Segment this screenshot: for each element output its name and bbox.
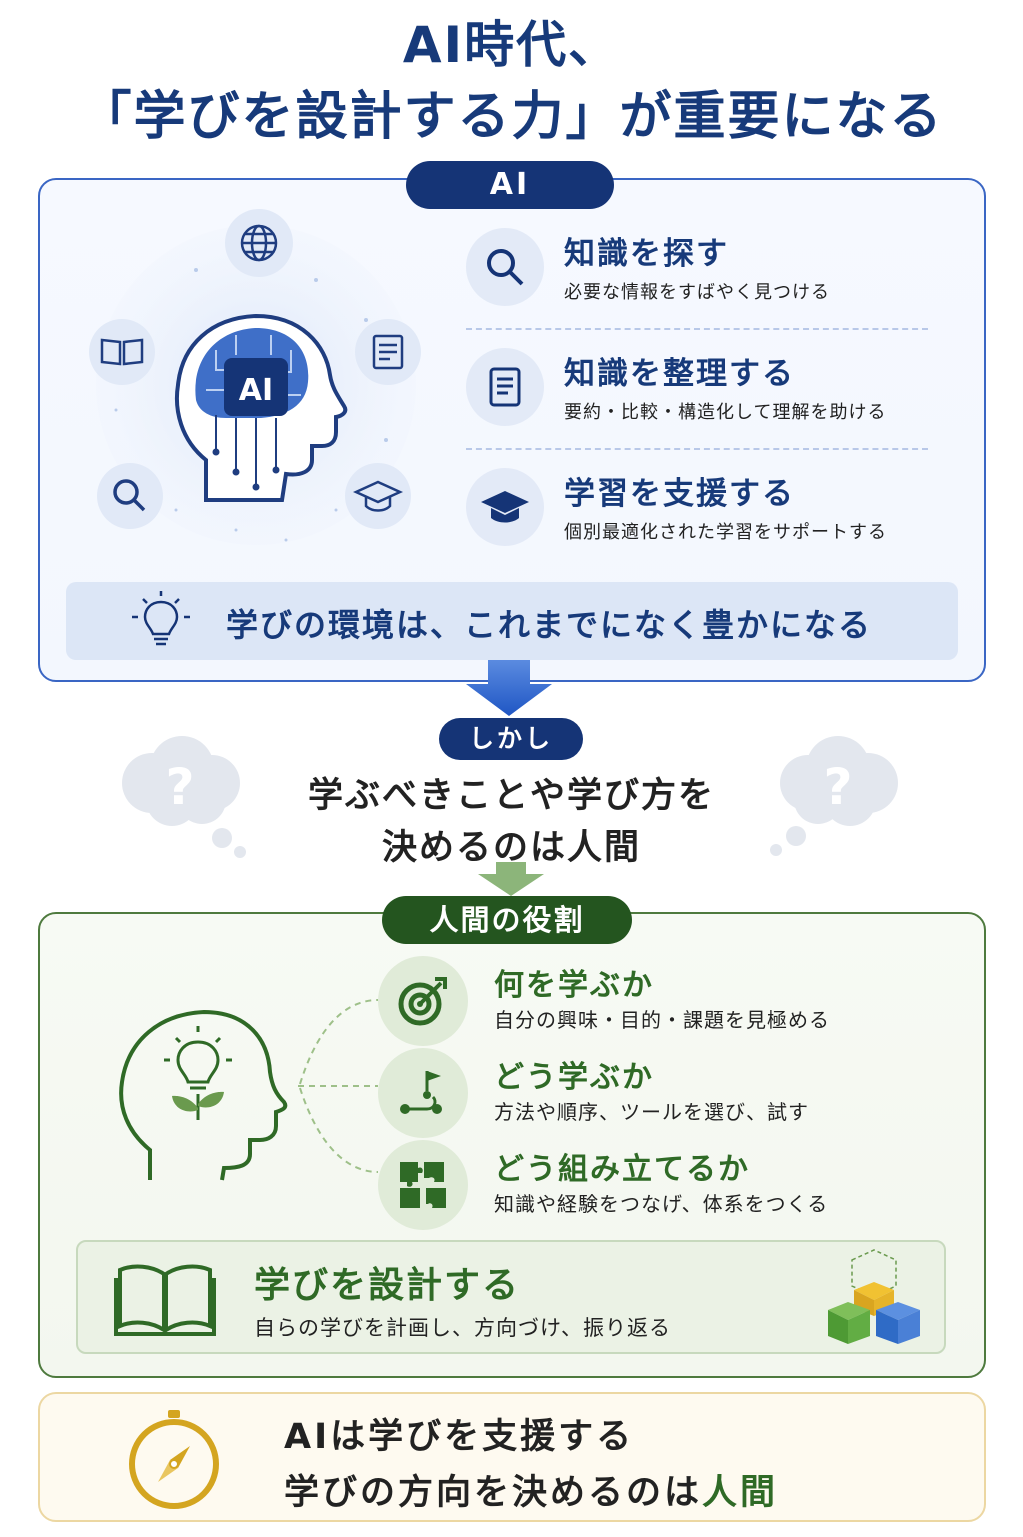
ai-feature-desc: 要約・比較・構造化して理解を助ける (564, 402, 887, 423)
transition-label: しかし (439, 718, 583, 760)
conclusion-highlight: 人間 (702, 1473, 779, 1513)
human-role-desc: 方法や順序、ツールを選び、試す (494, 1100, 809, 1124)
human-section-label: 人間の役割 (382, 896, 632, 944)
down-arrow-icon (466, 660, 552, 716)
ai-feature-title: 知識を整理する (564, 356, 795, 392)
book-icon (89, 319, 155, 385)
open-book-icon (114, 1264, 216, 1336)
search-orbit-icon (97, 463, 163, 529)
divider (466, 328, 928, 330)
human-role-title: どう組み立てるか (494, 1152, 750, 1187)
ai-feature-desc: 個別最適化された学習をサポートする (564, 522, 887, 543)
compass-icon (129, 1410, 219, 1509)
transition-message: 学ぶべきことや学び方を 決めるのは人間 (0, 770, 1023, 874)
question-cloud-icon: ? (122, 736, 246, 858)
transition-line1: 学ぶべきことや学び方を (307, 776, 715, 816)
human-head-sprout-icon (119, 999, 379, 1181)
search-icon (466, 228, 544, 306)
puzzle-icon (378, 1140, 468, 1230)
down-arrow-green-icon (478, 862, 544, 896)
human-role-title: 何を学ぶか (494, 968, 654, 1003)
ai-banner: 学びの環境は、これまでになく豊かになる (66, 582, 958, 660)
blocks-icon (828, 1249, 920, 1344)
human-role-desc: 知識や経験をつなげ、体系をつくる (494, 1192, 829, 1216)
design-learning-box: 学びを設計する 自らの学びを計画し、方向づけ、振り返る (76, 1240, 946, 1354)
ai-feature-title: 学習を支援する (564, 476, 795, 512)
page-title: AI時代、 「学びを設計する力」が重要になる (0, 14, 1023, 150)
conclusion-panel: AIは学びを支援する 学びの方向を決めるのは人間 (38, 1392, 986, 1522)
question-mark: ? (165, 758, 194, 816)
ai-chip-label: AI (239, 373, 273, 408)
design-title: 学びを設計する (254, 1265, 521, 1306)
design-desc: 自らの学びを計画し、方向づけ、振り返る (254, 1316, 671, 1340)
graduation-cap-orbit-icon (345, 463, 411, 529)
ai-head-illustration: AI (96, 225, 416, 545)
graduation-cap-icon (466, 468, 544, 546)
ai-banner-text: 学びの環境は、これまでになく豊かになる (226, 606, 873, 644)
human-role-desc: 自分の興味・目的・課題を見極める (494, 1008, 830, 1032)
ai-feature-title: 知識を探す (564, 236, 729, 272)
human-role-title: どう学ぶか (494, 1060, 654, 1095)
conclusion-line2: 学びの方向を決めるのは人間 (284, 1464, 778, 1515)
page-title-line2: 「学びを設計する力」が重要になる (79, 87, 944, 147)
question-cloud-icon: ? (770, 736, 898, 856)
conclusion-line1: AIは学びを支援する (284, 1417, 635, 1457)
divider (466, 448, 928, 450)
question-mark: ? (823, 758, 852, 816)
ai-feature-desc: 必要な情報をすばやく見つける (564, 282, 830, 303)
document-icon (466, 348, 544, 426)
globe-icon (225, 209, 293, 277)
lightbulb-icon (132, 591, 190, 646)
target-icon (378, 956, 468, 1046)
page-title-line1: AI時代、 (402, 16, 621, 74)
conclusion-line2-prefix: 学びの方向を決めるのは (284, 1473, 703, 1513)
document-orbit-icon (355, 319, 421, 385)
path-flag-icon (378, 1048, 468, 1138)
transition-line2: 決めるのは人間 (381, 828, 641, 868)
ai-section-label: AI (406, 161, 614, 209)
